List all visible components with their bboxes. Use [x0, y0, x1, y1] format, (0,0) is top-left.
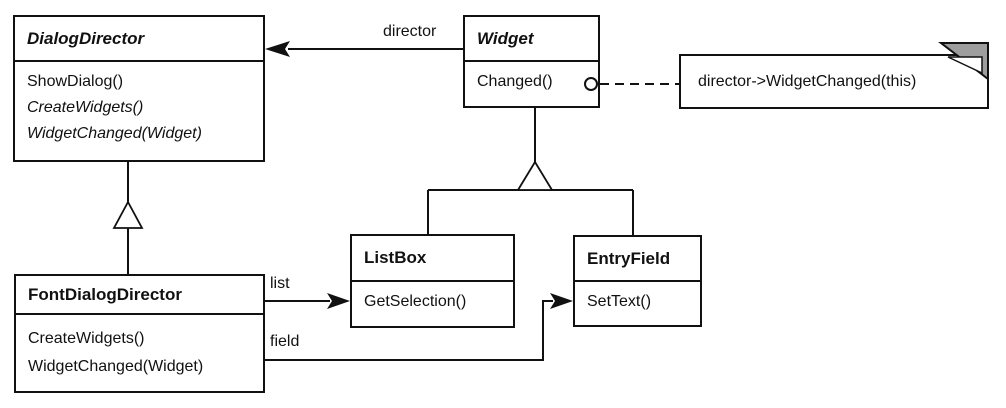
class-methods-entryfield: SetText() [575, 282, 700, 315]
class-name-label: ListBox [364, 248, 427, 267]
inheritance-triangle-widget-icon [516, 160, 554, 191]
method-showdialog: ShowDialog() [27, 73, 124, 90]
class-name-fontdialogdirector: FontDialogDirector [16, 276, 263, 315]
association-arrowhead-field-icon [550, 293, 573, 309]
association-arrowhead-director-icon [265, 41, 290, 57]
class-name-label: EntryField [587, 248, 671, 268]
class-methods-fontdialogdirector: CreateWidgets() WidgetChanged(Widget) [16, 315, 263, 381]
association-label-list: list [270, 275, 290, 292]
class-box-dialogdirector: DialogDirector ShowDialog() CreateWidget… [13, 15, 265, 162]
association-label-field: field [270, 333, 300, 350]
method-widgetchanged: WidgetChanged(Widget) [28, 358, 204, 375]
class-name-label: FontDialogDirector [28, 284, 182, 304]
class-box-entryfield: EntryField SetText() [573, 235, 702, 327]
class-name-listbox: ListBox [352, 236, 513, 282]
class-box-fontdialogdirector: FontDialogDirector CreateWidgets() Widge… [14, 274, 265, 393]
note-folded-corner-icon [938, 42, 989, 82]
class-name-label: DialogDirector [27, 28, 145, 48]
class-name-entryfield: EntryField [575, 237, 700, 282]
method-getselection: GetSelection() [364, 293, 467, 310]
method-createwidgets: CreateWidgets() [28, 330, 145, 347]
class-name-widget: Widget [465, 17, 598, 62]
class-methods-dialogdirector: ShowDialog() CreateWidgets() WidgetChang… [15, 62, 263, 147]
class-box-widget: Widget Changed() [463, 15, 600, 108]
method-createwidgets: CreateWidgets() [27, 99, 144, 116]
class-methods-listbox: GetSelection() [352, 282, 513, 315]
note-text: director->WidgetChanged(this) [698, 73, 917, 90]
method-widgetchanged: WidgetChanged(Widget) [27, 125, 202, 142]
class-name-dialogdirector: DialogDirector [15, 17, 263, 62]
method-changed: Changed() [477, 73, 553, 90]
note-fold-underside-icon [947, 56, 983, 75]
inheritance-triangle-dialogdirector-icon [112, 200, 144, 229]
association-arrowhead-list-icon [327, 293, 350, 309]
method-settext: SetText() [587, 293, 652, 310]
class-name-label: Widget [477, 28, 534, 48]
class-methods-widget: Changed() [465, 62, 598, 95]
association-label-director: director [383, 23, 437, 40]
class-box-listbox: ListBox GetSelection() [350, 234, 515, 328]
